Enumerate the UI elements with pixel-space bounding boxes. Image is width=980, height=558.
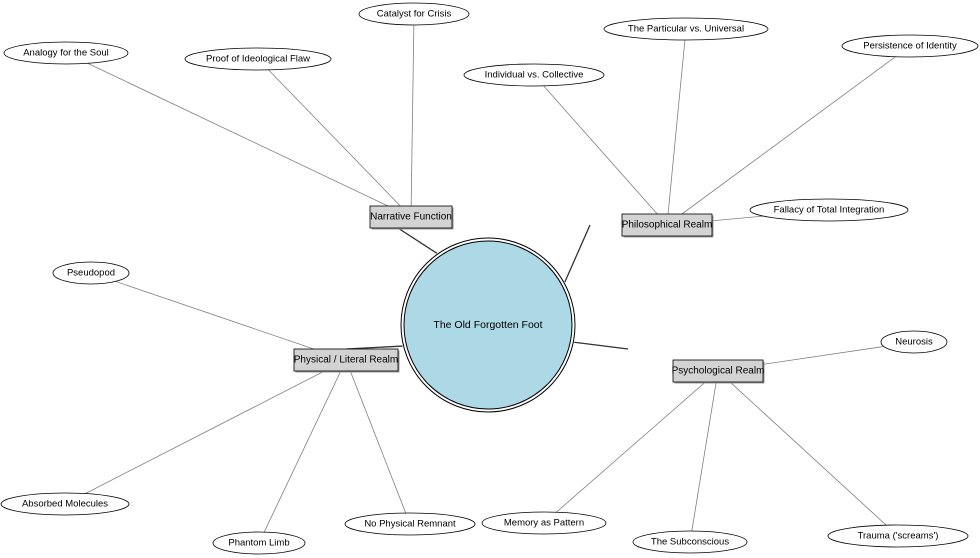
branch-node-physical[interactable]: Physical / Literal Realm [293, 348, 400, 373]
leaf-edge-physical-1 [64, 359, 347, 505]
leaf-label: Neurosis [895, 337, 933, 348]
leaf-ellipse [463, 63, 605, 87]
leaf-node-philosophical-1[interactable]: Individual vs. Collective [463, 63, 605, 87]
leaf-ellipse [481, 511, 607, 535]
leaf-node-psychological-2[interactable]: The Subconscious [632, 530, 748, 554]
branch-label-physical: Physical / Literal Realm [294, 355, 398, 366]
leaf-ellipse [880, 330, 948, 354]
leaf-edge-physical-3 [345, 359, 411, 525]
center-node[interactable]: The Old Forgotten Foot [400, 237, 576, 413]
leaf-node-physical-3[interactable]: No Physical Remnant [344, 512, 476, 536]
leaf-label: Phantom Limb [228, 538, 289, 549]
leaf-node-philosophical-2[interactable]: Persistence of Identity [841, 34, 979, 58]
leaf-ellipse [212, 531, 306, 555]
leaf-ellipse [3, 41, 129, 65]
branch-node-philosophical[interactable]: Philosophical Realm [621, 213, 714, 238]
leaf-edge-physical-2 [258, 359, 347, 544]
leaf-label: Proof of Ideological Flaw [206, 54, 310, 65]
leaf-ellipse [0, 492, 130, 516]
leaf-edge-narrative-0 [410, 13, 415, 218]
leaf-node-philosophical-0[interactable]: The Particular vs. Universal [603, 17, 769, 41]
hub-edge-philosophical [564, 224, 591, 283]
leaf-node-narrative-0[interactable]: Catalyst for Crisis [358, 2, 470, 26]
center-circle [403, 240, 573, 410]
hub-edge-physical [345, 345, 403, 350]
leaf-ellipse [603, 17, 769, 41]
branch-node-psychological[interactable]: Psychological Realm [672, 359, 765, 384]
leaf-ellipse [344, 512, 476, 536]
leaf-label: No Physical Remnant [364, 519, 456, 530]
leaf-label: The Subconscious [651, 537, 729, 548]
leaf-ellipse [184, 47, 332, 71]
leaf-label: Analogy for the Soul [23, 48, 109, 59]
leaf-node-physical-2[interactable]: Phantom Limb [212, 531, 306, 555]
leaf-node-philosophical-3[interactable]: Fallacy of Total Integration [749, 198, 909, 222]
hub-edge-psychological [574, 341, 629, 350]
branch-label-psychological: Psychological Realm [672, 366, 765, 377]
leaf-node-psychological-1[interactable]: Memory as Pattern [481, 511, 607, 535]
leaf-label: Trauma ('screams') [858, 531, 939, 542]
leaf-ellipse [841, 34, 979, 58]
leaf-label: Absorbed Molecules [22, 499, 108, 510]
leaf-edge-physical-0 [90, 272, 347, 361]
leaf-edge-philosophical-0 [666, 28, 687, 226]
leaf-label: Memory as Pattern [504, 518, 584, 529]
leaf-edge-psychological-3 [717, 370, 899, 537]
branch-label-narrative: Narrative Function [370, 212, 452, 223]
leaf-edge-narrative-1 [257, 58, 412, 218]
leaf-edge-psychological-1 [543, 370, 719, 524]
branch-box [672, 359, 764, 383]
leaf-ellipse [358, 2, 470, 26]
branch-box [369, 205, 453, 229]
leaf-label: Catalyst for Crisis [377, 9, 452, 20]
branch-box [621, 213, 713, 237]
leaf-edge-narrative-2 [65, 52, 412, 218]
branch-label-philosophical: Philosophical Realm [622, 220, 713, 231]
leaf-edge-philosophical-2 [666, 45, 911, 226]
leaf-label: Pseudopod [67, 268, 115, 279]
leaf-label: Individual vs. Collective [485, 70, 584, 81]
leaf-label: Persistence of Identity [863, 41, 957, 52]
leaf-node-physical-1[interactable]: Absorbed Molecules [0, 492, 130, 516]
leaf-edge-psychological-2 [689, 370, 719, 543]
leaf-ellipse [749, 198, 909, 222]
leaf-label: Fallacy of Total Integration [774, 205, 885, 216]
leaf-node-narrative-2[interactable]: Analogy for the Soul [3, 41, 129, 65]
leaf-node-psychological-3[interactable]: Trauma ('screams') [827, 524, 969, 548]
edges-layer [64, 13, 915, 544]
leaf-edge-philosophical-1 [533, 74, 668, 226]
leaf-node-psychological-0[interactable]: Neurosis [880, 330, 948, 354]
branch-box [293, 348, 399, 372]
leaf-label: The Particular vs. Universal [628, 24, 744, 35]
leaf-node-narrative-1[interactable]: Proof of Ideological Flaw [184, 47, 332, 71]
leaf-node-physical-0[interactable]: Pseudopod [52, 261, 130, 285]
leaf-ellipse [52, 261, 130, 285]
center-label: The Old Forgotten Foot [433, 319, 542, 331]
branch-node-narrative[interactable]: Narrative Function [369, 205, 454, 230]
leaf-ellipse [827, 524, 969, 548]
leaf-ellipse [632, 530, 748, 554]
